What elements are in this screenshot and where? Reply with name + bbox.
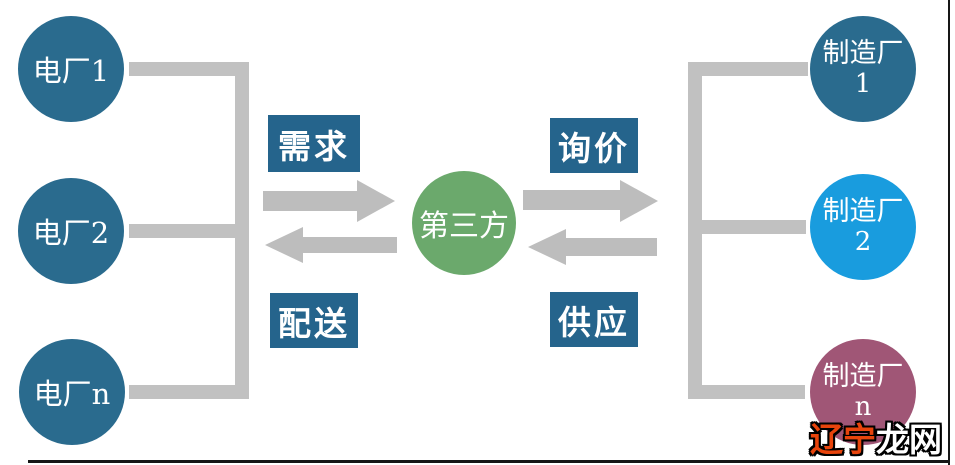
node-third-party: 第三方 <box>412 171 516 275</box>
node-manufacturer-2-line1: 制造厂 <box>822 196 904 228</box>
label-inquiry-text: 询价 <box>558 128 630 168</box>
left-bracket-stub-bottom <box>129 385 249 399</box>
label-supply-text: 供应 <box>558 302 630 342</box>
right-bracket-stub-top <box>688 62 808 76</box>
arrow-supply-left-icon <box>528 229 657 265</box>
left-bracket-stub-middle <box>129 224 249 238</box>
node-power-plant-2: 电厂2 <box>18 178 124 284</box>
label-supply: 供应 <box>550 292 638 347</box>
node-manufacturer-1-line2: 1 <box>854 68 872 99</box>
label-demand-text: 需求 <box>278 126 350 166</box>
node-power-plant-1-label: 电厂1 <box>32 54 110 88</box>
node-power-plant-n-label: 电厂n <box>33 377 111 411</box>
left-bracket-stub-top <box>129 62 249 76</box>
node-manufacturer-n: 制造厂 n <box>810 339 916 445</box>
node-manufacturer-n-line2: n <box>854 391 872 422</box>
watermark: 辽宁龙网 <box>810 413 942 461</box>
node-manufacturer-n-line1: 制造厂 <box>822 361 904 393</box>
label-inquiry: 询价 <box>550 118 638 173</box>
right-border-line <box>948 0 950 465</box>
arrow-demand-right-icon <box>263 180 395 222</box>
node-power-plant-2-label: 电厂2 <box>32 216 110 250</box>
right-bracket-stub-middle <box>688 220 806 234</box>
label-demand: 需求 <box>268 115 360 172</box>
node-power-plant-n: 电厂n <box>19 339 125 445</box>
node-manufacturer-2-line2: 2 <box>854 226 872 257</box>
node-third-party-label: 第三方 <box>419 209 509 244</box>
node-power-plant-1: 电厂1 <box>18 16 124 122</box>
bottom-border-line <box>28 460 950 463</box>
arrow-delivery-left-icon <box>265 227 397 263</box>
label-delivery: 配送 <box>270 293 358 348</box>
node-manufacturer-1-line1: 制造厂 <box>822 38 904 70</box>
watermark-part2: 龙网 <box>876 420 942 459</box>
label-delivery-text: 配送 <box>278 303 350 343</box>
node-manufacturer-2: 制造厂 2 <box>810 174 916 280</box>
arrow-inquiry-right-icon <box>523 180 658 222</box>
watermark-part1: 辽宁 <box>810 420 876 459</box>
right-bracket-stub-bottom <box>688 385 805 399</box>
node-manufacturer-1: 制造厂 1 <box>810 16 916 122</box>
